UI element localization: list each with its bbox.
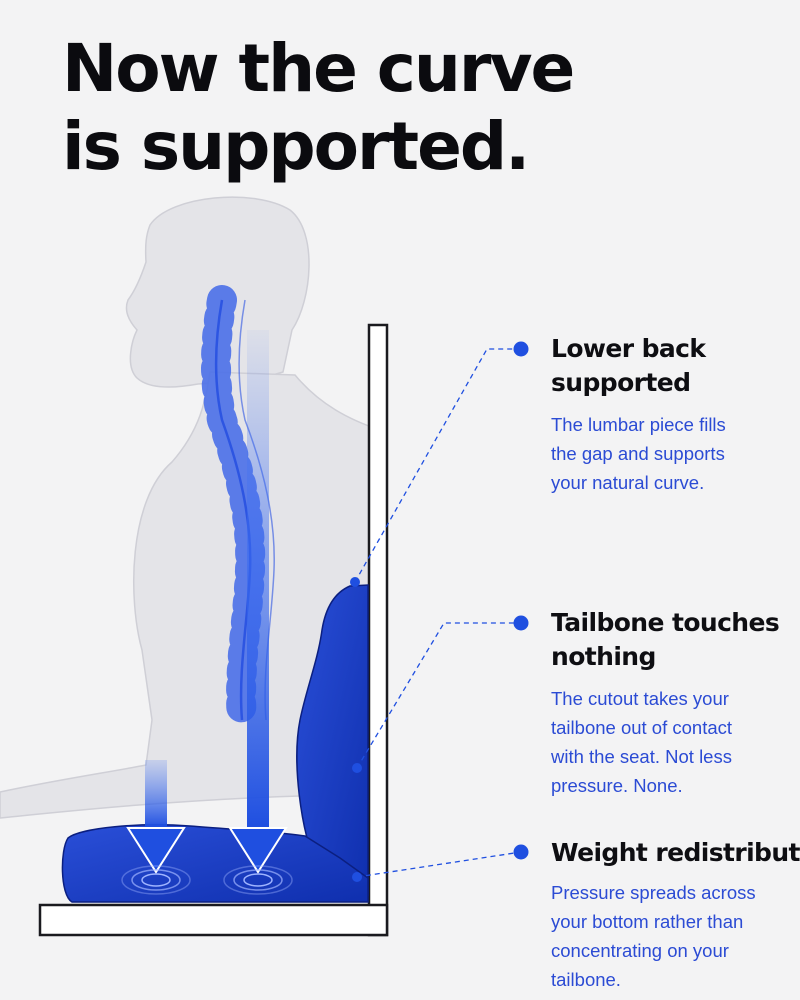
callout-dot-icon xyxy=(352,763,362,773)
callout-leader-1 xyxy=(350,341,529,587)
pressure-ripple-icon xyxy=(121,865,191,895)
callout-dot-icon xyxy=(513,615,529,631)
callout-dot-icon xyxy=(352,872,362,882)
callout-body-line: The cutout takes your xyxy=(551,688,729,709)
callout-title-line: Weight redistributed xyxy=(551,838,800,867)
down-arrow-icon xyxy=(126,760,186,874)
callout-title: Tailbone touches nothing xyxy=(551,606,800,674)
callout-weight: Weight redistributed Pressure spreads ac… xyxy=(551,836,800,994)
callout-tailbone: Tailbone touches nothing The cutout take… xyxy=(551,606,800,800)
callout-leader-2 xyxy=(352,615,529,773)
callout-body-line: with the seat. Not less xyxy=(551,746,732,767)
callout-body-line: the gap and supports xyxy=(551,443,725,464)
callout-body-line: pressure. None. xyxy=(551,775,683,796)
callout-lower-back: Lower back supported The lumbar piece fi… xyxy=(551,332,800,497)
page-title-line-2: is supported. xyxy=(62,108,530,185)
callout-title-line: Tailbone touches xyxy=(551,608,780,637)
callout-dot-icon xyxy=(513,341,529,357)
callout-body-line: your natural curve. xyxy=(551,472,705,493)
callout-body-line: tailbone. xyxy=(551,969,621,990)
callout-dot-icon xyxy=(513,844,529,860)
callout-title-line: supported xyxy=(551,368,691,397)
page-title: Now the curve is supported. xyxy=(62,30,575,186)
callout-title-line: nothing xyxy=(551,642,656,671)
page-title-line-1: Now the curve xyxy=(62,30,575,107)
callout-body: Pressure spreads across your bottom rath… xyxy=(551,878,800,994)
callout-body-line: The lumbar piece fills xyxy=(551,414,726,435)
callout-title: Weight redistributed xyxy=(551,836,800,870)
callout-body: The lumbar piece fills the gap and suppo… xyxy=(551,410,800,497)
callout-body-line: tailbone out of contact xyxy=(551,717,733,738)
callout-title-line: Lower back xyxy=(551,334,706,363)
callout-body-line: concentrating on your xyxy=(551,940,729,961)
lumbar-cushion xyxy=(296,584,369,897)
callout-dot-icon xyxy=(350,577,360,587)
chair-frame xyxy=(38,323,389,937)
callout-body-line: your bottom rather than xyxy=(551,911,744,932)
callout-leader-3 xyxy=(352,844,529,882)
down-arrow-icon xyxy=(228,330,288,874)
pressure-ripple-icon xyxy=(223,865,293,895)
callout-title: Lower back supported xyxy=(551,332,800,400)
callout-body-line: Pressure spreads across xyxy=(551,882,756,903)
callout-body: The cutout takes your tailbone out of co… xyxy=(551,684,800,800)
